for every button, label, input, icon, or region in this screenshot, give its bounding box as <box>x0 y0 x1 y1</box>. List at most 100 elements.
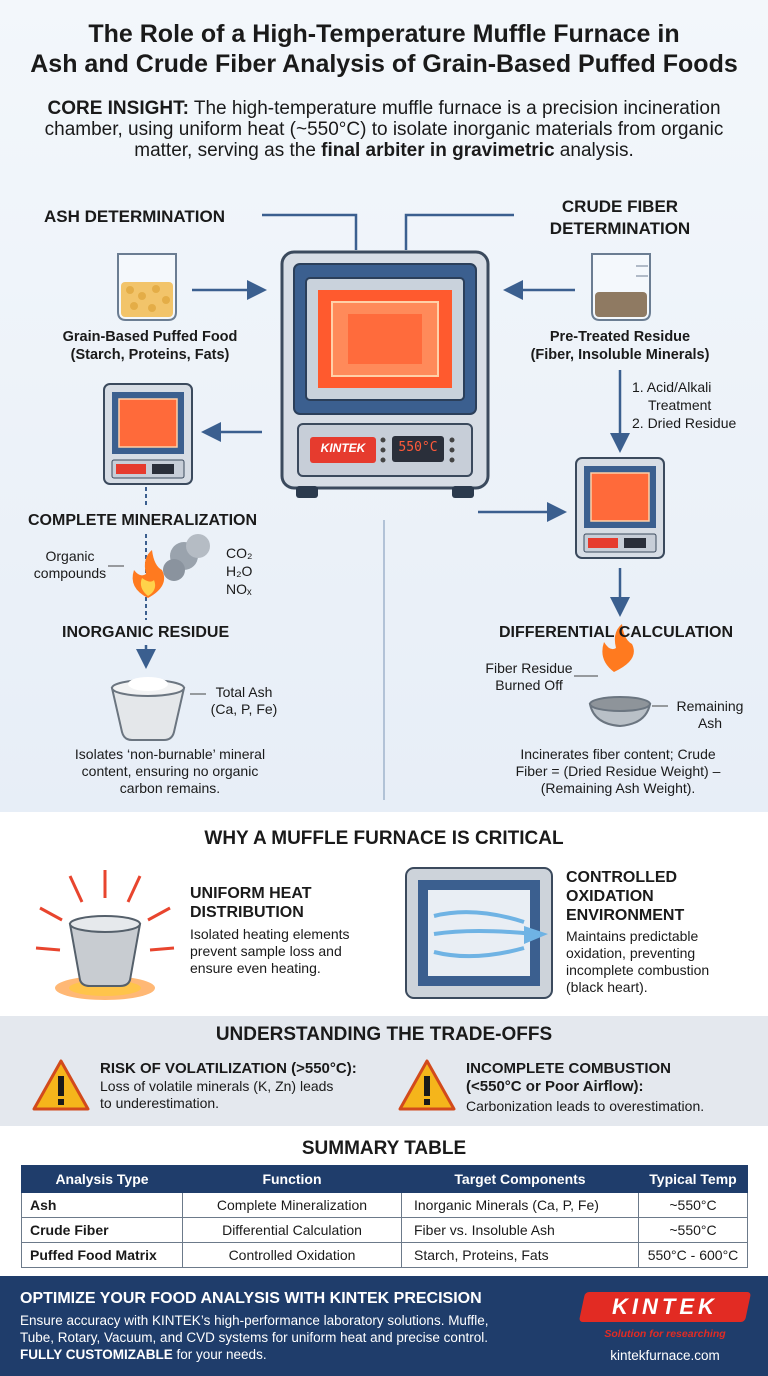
flame-smoke-icon <box>132 534 210 598</box>
footer-text: Ensure accuracy with KINTEK’s high-perfo… <box>20 1312 488 1363</box>
food-sample-line2: (Starch, Proteins, Fats) <box>70 347 230 363</box>
footer-line3: FULLY CUSTOMIZABLE for your needs. <box>20 1346 488 1363</box>
page-title-line1: The Role of a High-Temperature Muffle Fu… <box>88 20 680 48</box>
residue-sample-line2: (Fiber, Insoluble Minerals) <box>530 347 710 363</box>
table-row: Crude Fiber Differential Calculation Fib… <box>21 1217 748 1243</box>
ash-connector <box>262 213 358 250</box>
insight-text: The high-temperature muffle furnace is a… <box>44 98 724 161</box>
footer-url[interactable]: kintekfurnace.com <box>610 1348 720 1363</box>
summary-table: Analysis Type Function Target Components… <box>21 1165 748 1268</box>
insight-bold: final arbiter in gravimetric <box>321 140 555 161</box>
table-header: Analysis Type <box>21 1165 183 1193</box>
tradeoffs-heading: UNDERSTANDING THE TRADE-OFFS <box>215 1024 553 1045</box>
uniform-line1: UNIFORM HEAT <box>190 885 312 902</box>
remaining-line1: Remaining <box>676 698 744 714</box>
combustion-desc: Carbonization leads to overestimation. <box>466 1098 705 1114</box>
table-header: Function <box>182 1165 402 1193</box>
core-insight: CORE INSIGHT: The high-temperature muffl… <box>40 98 728 161</box>
oxidation-title: CONTROLLED OXIDATION ENVIRONMENT <box>566 868 684 925</box>
burned-line1: Fiber Residue <box>485 660 573 676</box>
table-cell: ~550°C <box>638 1192 748 1218</box>
residue-beaker-icon <box>591 253 651 321</box>
uniform-desc2: prevent sample loss and <box>190 943 342 959</box>
main-furnace-icon <box>280 250 490 498</box>
oxidation-line3: ENVIRONMENT <box>566 907 685 924</box>
uniform-desc: Isolated heating elements prevent sample… <box>190 926 350 977</box>
fiber-heading: CRUDE FIBER DETERMINATION <box>520 196 720 240</box>
table-header: Target Components <box>401 1165 639 1193</box>
burned-line2: Burned Off <box>495 677 563 693</box>
fiber-desc-line1: Incinerates fiber content; Crude <box>520 746 716 762</box>
insight-label: CORE INSIGHT: <box>47 98 189 119</box>
uniform-desc3: ensure even heating. <box>190 960 321 976</box>
ash-desc-line3: carbon remains. <box>119 780 221 796</box>
warning-icon-right <box>398 1059 456 1111</box>
remaining-line2: Ash <box>697 715 723 731</box>
flow-connectors <box>103 213 668 800</box>
warning-icon-left <box>32 1059 90 1111</box>
remaining-label: Remaining Ash <box>668 698 752 732</box>
uniform-line2: DISTRIBUTION <box>190 904 304 921</box>
table-cell: Inorganic Minerals (Ca, P, Fe) <box>401 1192 639 1218</box>
food-sample-label: Grain-Based Puffed Food (Starch, Protein… <box>38 328 262 364</box>
volatilization-title: RISK OF VOLATILIZATION (>550°C): <box>100 1060 357 1077</box>
table-row: Puffed Food Matrix Controlled Oxidation … <box>21 1242 748 1268</box>
tradeoffs-section: UNDERSTANDING THE TRADE-OFFS RISK OF VOL… <box>0 1016 768 1126</box>
ash-description: Isolates ‘non-burnable’ mineral content,… <box>40 746 300 797</box>
table-cell: Differential Calculation <box>182 1217 402 1243</box>
calc-heading: DIFFERENTIAL CALCULATION <box>499 624 734 641</box>
uniform-heat-icon <box>35 870 175 1000</box>
food-sample-line1: Grain-Based Puffed Food <box>62 329 238 345</box>
table-cell: Puffed Food Matrix <box>21 1242 183 1268</box>
step2: 2. Dried Residue <box>632 415 737 431</box>
step1-line1: 1. Acid/Alkali <box>632 379 712 395</box>
ash-desc-line2: content, ensuring no organic <box>81 763 259 779</box>
fiber-connector <box>404 213 514 250</box>
table-cell: Complete Mineralization <box>182 1192 402 1218</box>
footer-line1: Ensure accuracy with KINTEK’s high-perfo… <box>20 1313 489 1328</box>
gas-nox: NOₓ <box>226 581 252 597</box>
fiber-desc-line3: (Remaining Ash Weight). <box>540 780 696 796</box>
why-heading: WHY A MUFFLE FURNACE IS CRITICAL <box>204 828 564 849</box>
uniform-desc1: Isolated heating elements <box>190 926 350 942</box>
volatilization-desc: Loss of volatile minerals (K, Zn) leads … <box>100 1078 333 1112</box>
logo-tagline: Solution for researching <box>604 1328 726 1340</box>
fiber-dish-icon <box>588 624 652 728</box>
furnace-display: 550°C <box>398 440 438 455</box>
ash-desc-line1: Isolates ‘non-burnable’ mineral <box>74 746 266 762</box>
pretreat-steps: 1. Acid/Alkali Treatment 2. Dried Residu… <box>632 378 736 432</box>
volatilization-desc1: Loss of volatile minerals (K, Zn) leads <box>100 1078 334 1094</box>
footer-banner: OPTIMIZE YOUR FOOD ANALYSIS WITH KINTEK … <box>0 1276 768 1376</box>
uniform-title: UNIFORM HEAT DISTRIBUTION <box>190 884 311 922</box>
oxidation-desc4: (black heart). <box>566 979 648 995</box>
table-row: Ash Complete Mineralization Inorganic Mi… <box>21 1192 748 1218</box>
total-ash-label: Total Ash (Ca, P, Fe) <box>204 684 284 718</box>
gas-labels: CO₂ H₂O NOₓ <box>226 544 252 598</box>
table-cell: Controlled Oxidation <box>182 1242 402 1268</box>
organic-line1: Organic <box>45 548 95 564</box>
footer-line2: Tube, Rotary, Vacuum, and CVD systems fo… <box>20 1330 488 1345</box>
table-cell: Crude Fiber <box>21 1217 183 1243</box>
crucible-ash-icon <box>110 677 186 741</box>
oxidation-desc: Maintains predictable oxidation, prevent… <box>566 928 709 996</box>
table-cell: Ash <box>21 1192 183 1218</box>
combustion-title1: INCOMPLETE COMBUSTION <box>466 1060 671 1077</box>
furnace-brand: KINTEK <box>320 441 366 455</box>
fiber-description: Incinerates fiber content; Crude Fiber =… <box>480 746 756 797</box>
oxidation-desc2: oxidation, preventing <box>566 945 696 961</box>
footer-bold: FULLY CUSTOMIZABLE <box>20 1347 173 1362</box>
step1-line2: Treatment <box>648 397 712 413</box>
why-section: WHY A MUFFLE FURNACE IS CRITICAL UNIFORM… <box>0 812 768 1016</box>
insight-end: analysis. <box>554 140 634 161</box>
footer-line3-rest: for your needs. <box>172 1347 267 1362</box>
ash-furnace-icon <box>103 383 193 485</box>
combustion-title: INCOMPLETE COMBUSTION (<550°C or Poor Ai… <box>466 1060 671 1096</box>
table-cell: Fiber vs. Insoluble Ash <box>401 1217 639 1243</box>
mineralization-heading: COMPLETE MINERALIZATION <box>28 512 258 529</box>
oxidation-desc1: Maintains predictable <box>566 928 699 944</box>
volatilization-desc2: to underestimation. <box>100 1095 220 1111</box>
table-cell: Starch, Proteins, Fats <box>401 1242 639 1268</box>
residue-sample-label: Pre-Treated Residue (Fiber, Insoluble Mi… <box>508 328 732 364</box>
table-header: Typical Temp <box>638 1165 748 1193</box>
residue-heading: INORGANIC RESIDUE <box>62 624 230 641</box>
